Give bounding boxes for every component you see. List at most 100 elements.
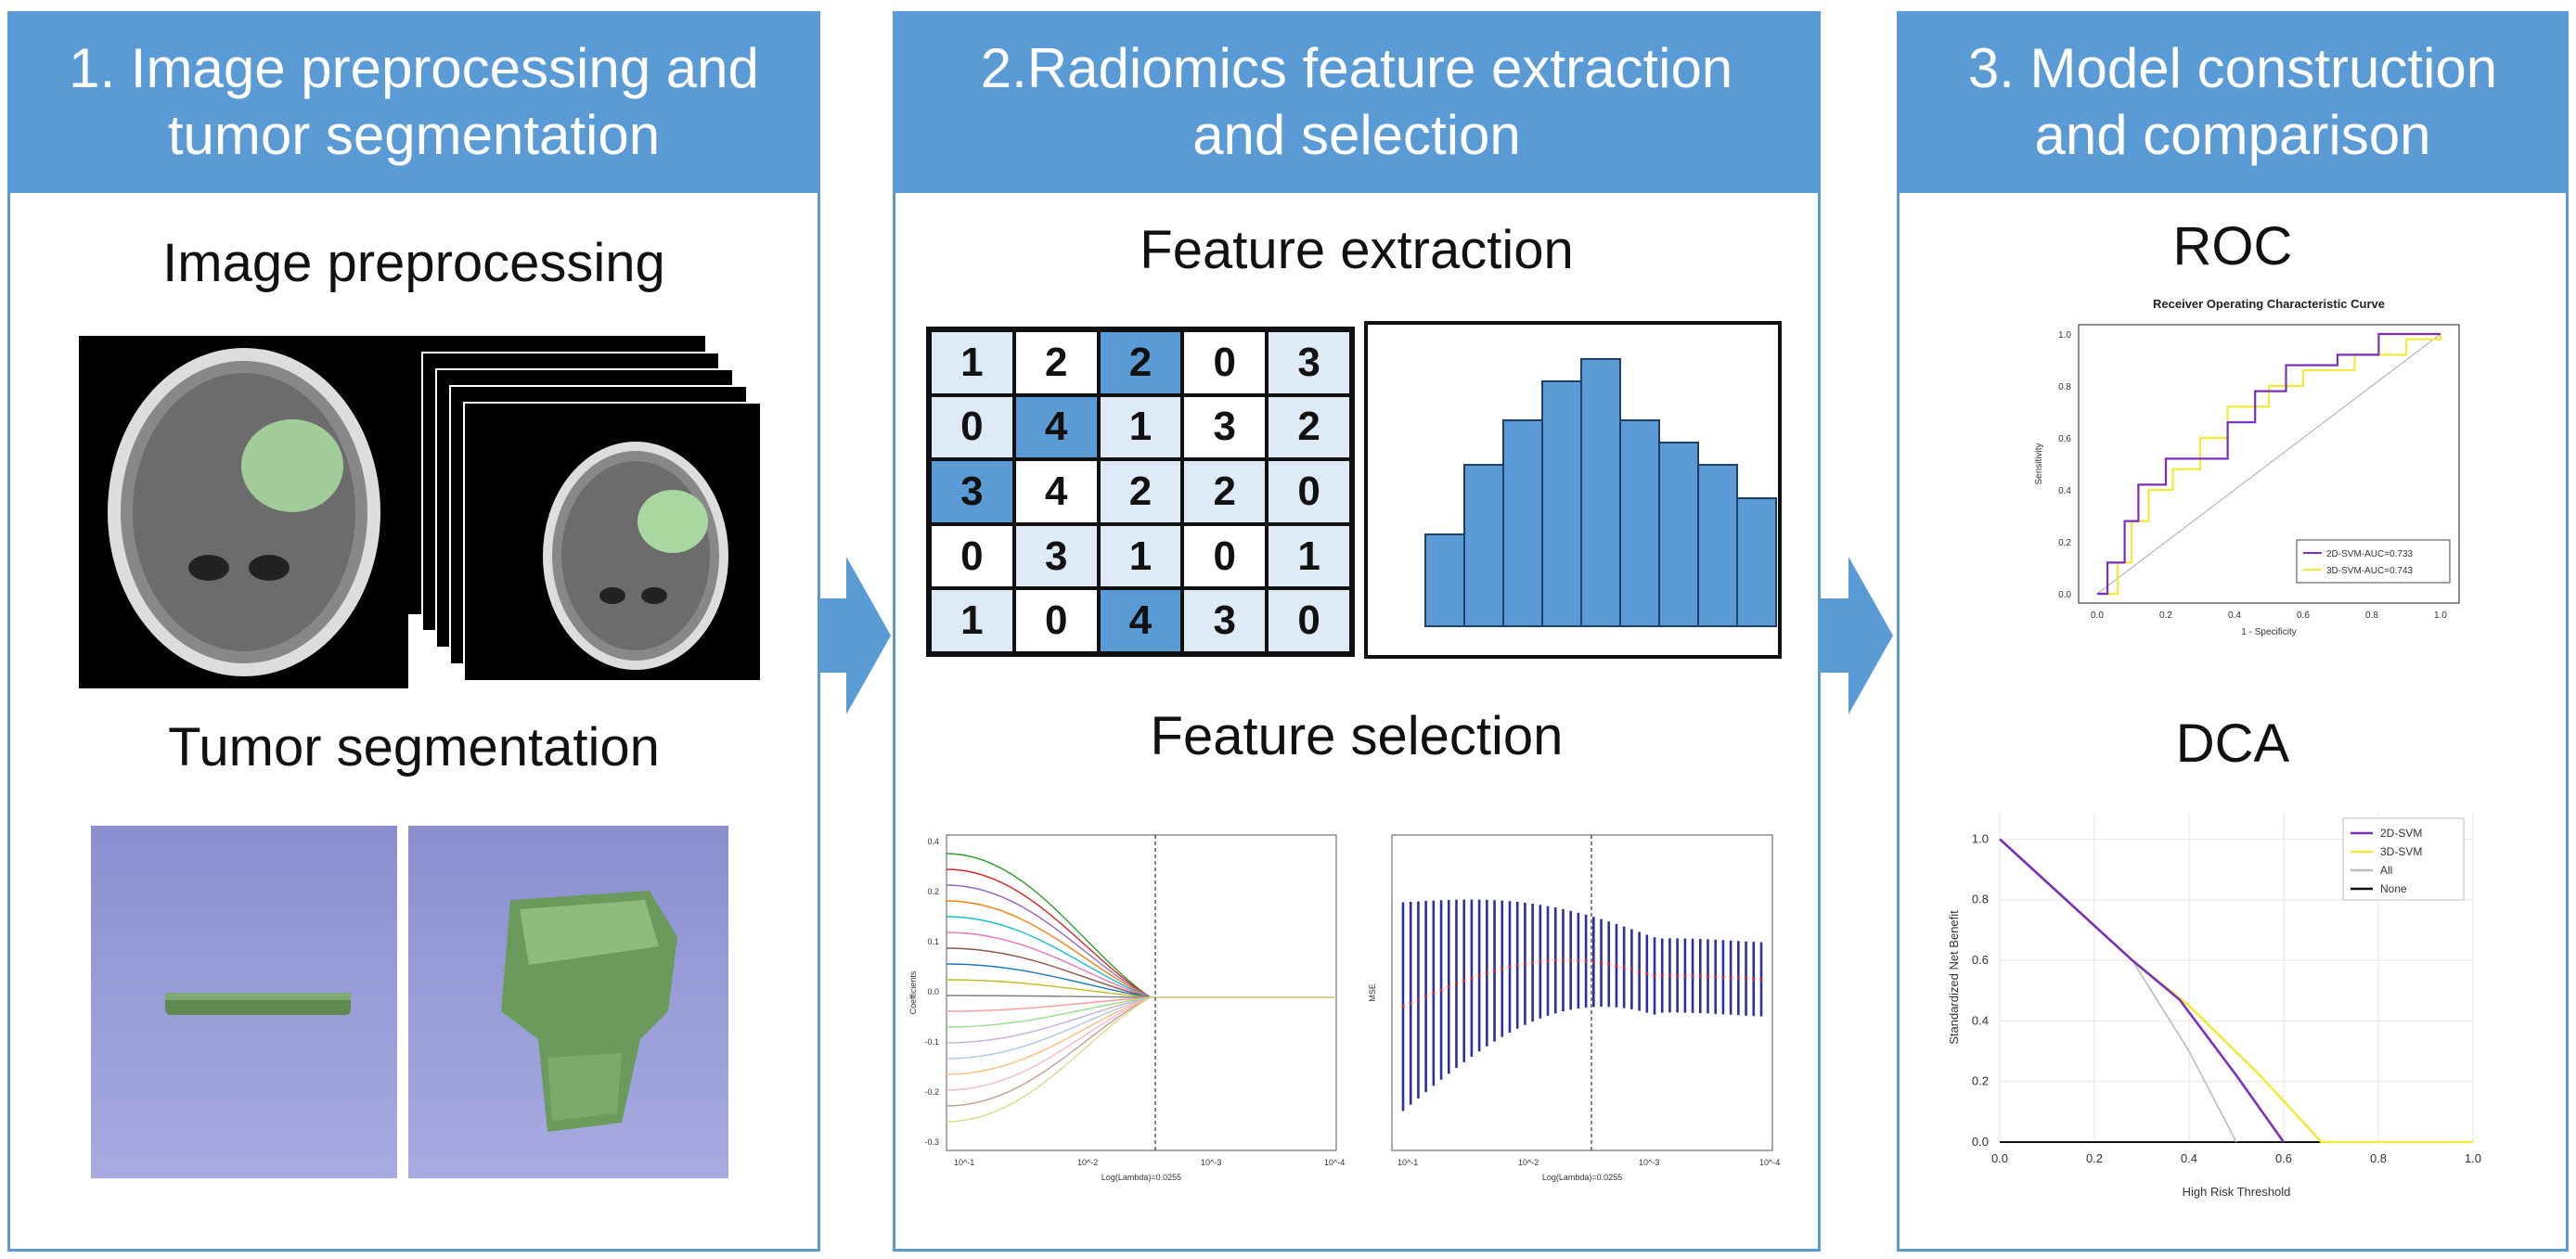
mse-point xyxy=(1714,975,1718,979)
matrix-cell: 3 xyxy=(930,459,1014,524)
matrix-cell: 0 xyxy=(1267,459,1351,524)
mri-slice-svg xyxy=(108,348,380,676)
matrix-cell: 2 xyxy=(1098,330,1183,395)
coefficient-path xyxy=(946,931,1336,998)
coefficient-path xyxy=(946,884,1336,998)
matrix-cell: 1 xyxy=(1098,394,1183,460)
dca-curve-2d xyxy=(1999,838,2286,1143)
y-axis-label: MSE xyxy=(1368,983,1377,1002)
mse-point xyxy=(1432,991,1436,996)
coefficient-path xyxy=(946,947,1336,998)
mse-point xyxy=(1546,959,1550,963)
coefficient-path xyxy=(946,996,1336,1012)
x-tick-label: 10^-4 xyxy=(1759,1158,1780,1167)
y-tick-label: 0.0 xyxy=(927,987,939,996)
x-tick-label: 1.0 xyxy=(2465,1151,2481,1165)
coefficient-path xyxy=(946,963,1336,998)
segmentation-side-svg xyxy=(165,993,351,1015)
mse-point xyxy=(1660,973,1664,978)
roc-label: ROC xyxy=(2172,216,2293,276)
y-tick-label: -0.3 xyxy=(924,1137,939,1147)
mse-point xyxy=(1439,988,1443,992)
mse-point xyxy=(1561,958,1565,962)
mse-point xyxy=(1668,973,1672,977)
mse-point xyxy=(1706,974,1710,978)
y-tick-label: 1.0 xyxy=(2058,330,2071,340)
y-tick-label: 0.4 xyxy=(927,837,939,846)
matrix-cell: 0 xyxy=(1182,523,1268,589)
matrix-cell: 1 xyxy=(1267,523,1351,589)
mse-point xyxy=(1629,968,1633,971)
mse-point xyxy=(1676,973,1680,977)
tumor-segmentation-label: Tumor segmentation xyxy=(168,717,660,777)
y-tick-label: -0.2 xyxy=(924,1087,939,1097)
reference-diagonal xyxy=(2096,333,2441,595)
histogram-bar xyxy=(1658,442,1699,627)
mse-point xyxy=(1729,976,1732,980)
segmentation-render-3d xyxy=(408,826,728,1178)
legend-box xyxy=(2342,817,2465,901)
x-tick-label: 0.4 xyxy=(2181,1151,2197,1165)
mse-point xyxy=(1744,977,1748,981)
panel-2-title-line1: 2.Radiomics feature extraction xyxy=(980,37,1733,99)
mse-point xyxy=(1447,985,1450,989)
panel-1-title-line1: 1. Image preprocessing and xyxy=(69,37,759,99)
histogram-bar xyxy=(1736,497,1777,627)
mse-point xyxy=(1622,966,1626,970)
histogram-bar xyxy=(1541,380,1582,627)
y-tick-label: 0.4 xyxy=(1972,1013,1989,1027)
y-axis-label: Coefficients xyxy=(908,970,918,1014)
matrix-cell: 3 xyxy=(1182,588,1268,653)
roc-title: Receiver Operating Characteristic Curve xyxy=(2153,297,2385,311)
dca-label: DCA xyxy=(2175,713,2290,774)
mse-point xyxy=(1401,1005,1405,1008)
panel-3-title-line2: and comparison xyxy=(2034,104,2431,166)
x-tick-label: 0.8 xyxy=(2365,610,2378,621)
roc-curve-2d xyxy=(2097,332,2441,596)
histogram-bar xyxy=(1580,358,1621,627)
y-tick-label: 0.2 xyxy=(927,887,939,896)
y-tick-label: 0.0 xyxy=(2058,590,2071,600)
coefficient-path xyxy=(946,916,1336,998)
y-tick-label: 0.2 xyxy=(1972,1074,1989,1088)
legend-label: All xyxy=(2380,864,2392,877)
x-axis-label: 1 - Specificity xyxy=(2241,627,2296,637)
mse-point xyxy=(1508,965,1512,969)
mse-point xyxy=(1454,982,1459,985)
legend-label: None xyxy=(2380,882,2407,895)
mse-point xyxy=(1501,967,1504,970)
matrix-cell: 2 xyxy=(1013,330,1099,395)
feature-selection-label: Feature selection xyxy=(1150,706,1564,766)
mse-point xyxy=(1599,961,1604,965)
matrix-cell: 2 xyxy=(1182,459,1268,524)
coefficient-path xyxy=(946,995,1336,998)
mse-point xyxy=(1569,958,1573,962)
y-tick-label: -0.1 xyxy=(924,1037,939,1047)
x-tick-label: 0.4 xyxy=(2228,610,2241,621)
x-tick-label: 10^-2 xyxy=(1518,1158,1539,1167)
mse-point xyxy=(1759,977,1763,982)
legend-label: 3D-SVM xyxy=(2380,845,2422,858)
panel-3-title-line1: 3. Model construction xyxy=(1967,37,2498,99)
legend-label: 2D-SVM-AUC=0.733 xyxy=(2326,549,2414,559)
coefficient-path xyxy=(946,996,1336,1044)
x-tick-label: 10^-2 xyxy=(1077,1158,1098,1167)
panel-1-title-line2: tumor segmentation xyxy=(167,104,661,166)
x-tick-label: 0.2 xyxy=(2159,610,2172,621)
y-tick-label: 0.6 xyxy=(2058,434,2071,444)
roc-svg: Receiver Operating Characteristic Curve 0… xyxy=(2034,297,2460,637)
legend-box xyxy=(2296,539,2451,584)
x-tick-label: 0.2 xyxy=(2086,1151,2103,1165)
mse-point xyxy=(1515,963,1519,967)
histogram-box xyxy=(1364,321,1782,659)
arrow-right-icon xyxy=(818,557,891,714)
matrix-cell: 3 xyxy=(1013,523,1099,589)
y-tick-label: 1.0 xyxy=(1972,831,1989,845)
matrix-cell: 3 xyxy=(1182,394,1268,460)
matrix-cell: 0 xyxy=(930,523,1014,589)
